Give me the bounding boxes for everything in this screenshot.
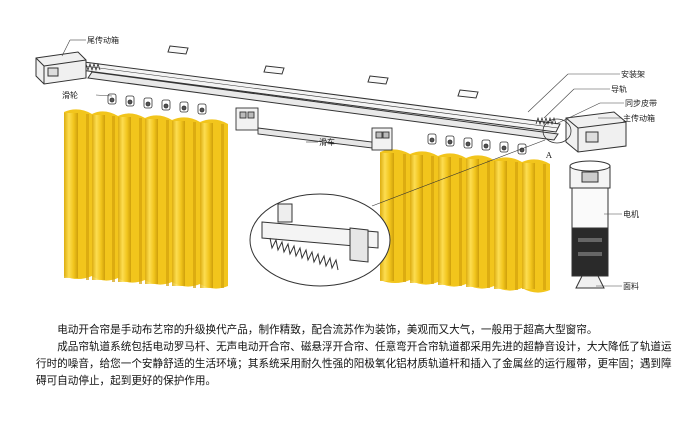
right-curtain (380, 149, 550, 293)
pulleys-right (427, 133, 527, 155)
leader-lines (61, 39, 624, 287)
detail-magnifier (249, 139, 546, 287)
label-fabric: 面料 (623, 281, 639, 291)
description-paragraph-2: 成品帘轨道系统包括电动罗马杆、无声电动开合帘、磁悬浮开合帘、任意弯开合帘轨道都采… (36, 341, 672, 387)
slider-carriages (235, 107, 393, 151)
label-belt: 同步皮带 (625, 98, 657, 108)
label-bracket: 安装架 (621, 69, 645, 79)
label-motor: 电机 (623, 209, 639, 219)
motor (569, 160, 611, 289)
left-curtain (64, 109, 228, 289)
mounting-brackets (167, 45, 479, 99)
pulleys-left (107, 93, 207, 115)
label-slider: 滑车 (319, 137, 335, 147)
curtain-track-diagram: 尾传动箱 滑轮 安装架 导轨 同步皮带 主传动箱 滑车 A 电机 面料 (35, 35, 657, 293)
label-head-box: 主传动箱 (623, 113, 655, 123)
track-rail (79, 61, 561, 141)
description-paragraph-1: 电动开合帘是手动布艺帘的升级换代产品，制作精致，配合流苏作为装饰，美观而又大气，… (57, 324, 598, 336)
label-detail-marker: A (545, 151, 552, 160)
product-description: 电动开合帘是手动布艺帘的升级换代产品，制作精致，配合流苏作为装饰，美观而又大气，… (36, 322, 676, 390)
tail-drive-box (35, 51, 87, 85)
label-pulley: 滑轮 (62, 90, 78, 100)
head-drive-box (542, 111, 627, 153)
label-tail-box: 尾传动箱 (87, 35, 119, 45)
label-track: 导轨 (611, 84, 627, 94)
